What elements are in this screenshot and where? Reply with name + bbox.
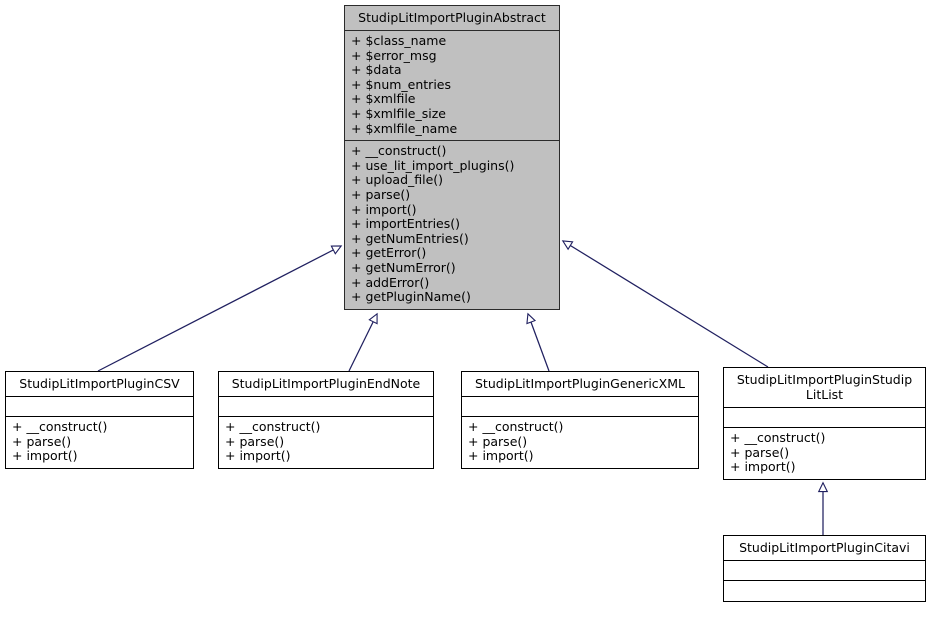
class-title: StudipLitImportPluginCitavi bbox=[724, 536, 925, 561]
edge-csv-to-abstract bbox=[97, 245, 343, 372]
method: + getPluginName() bbox=[351, 289, 471, 305]
edge-genericxml-to-abstract bbox=[526, 312, 550, 372]
method: + getNumError() bbox=[351, 259, 456, 275]
method: + parse() bbox=[468, 433, 528, 449]
class-box-studip-lit-import-plugin-csv[interactable]: StudipLitImportPluginCSV + __construct()… bbox=[5, 371, 194, 469]
method: + parse() bbox=[12, 433, 72, 449]
method: + getNumEntries() bbox=[351, 230, 469, 246]
class-box-studip-lit-import-plugin-studip-lit-list[interactable]: StudipLitImportPluginStudip LitList + __… bbox=[723, 367, 926, 480]
method: + import() bbox=[730, 459, 796, 475]
class-title: StudipLitImportPluginCSV bbox=[6, 372, 193, 397]
class-box-studip-lit-import-plugin-citavi[interactable]: StudipLitImportPluginCitavi bbox=[723, 535, 926, 602]
class-methods: + __construct() + parse() + import() bbox=[219, 417, 433, 468]
method: + __construct() bbox=[12, 419, 108, 434]
attribute: + $class_name bbox=[351, 33, 447, 48]
class-title: StudipLitImportPluginAbstract bbox=[345, 6, 559, 31]
class-attributes: + $class_name + $error_msg + $data + $nu… bbox=[345, 31, 559, 142]
class-box-studip-lit-import-plugin-endnote[interactable]: StudipLitImportPluginEndNote + __constru… bbox=[218, 371, 434, 469]
method: + import() bbox=[225, 448, 291, 464]
method: + use_lit_import_plugins() bbox=[351, 157, 515, 173]
attribute: + $xmlfile_size bbox=[351, 105, 446, 121]
class-attributes bbox=[724, 561, 925, 581]
class-methods: + __construct() + use_lit_import_plugins… bbox=[345, 141, 559, 309]
method: + parse() bbox=[225, 433, 285, 449]
class-methods: + __construct() + parse() + import() bbox=[724, 428, 925, 479]
method: + __construct() bbox=[468, 419, 564, 434]
method: + getError() bbox=[351, 245, 427, 261]
class-attributes bbox=[6, 397, 193, 417]
class-title: StudipLitImportPluginStudip LitList bbox=[724, 368, 925, 408]
attribute: + $xmlfile_name bbox=[351, 120, 458, 136]
method: + __construct() bbox=[225, 419, 321, 434]
method: + import() bbox=[12, 448, 78, 464]
method: + __construct() bbox=[730, 430, 826, 445]
edge-endnote-to-abstract bbox=[348, 312, 378, 372]
method: + import() bbox=[468, 448, 534, 464]
class-title: StudipLitImportPluginEndNote bbox=[219, 372, 433, 397]
method: + parse() bbox=[730, 444, 790, 460]
method: + __construct() bbox=[351, 143, 447, 159]
class-methods: + __construct() + parse() + import() bbox=[6, 417, 193, 468]
attribute: + $xmlfile bbox=[351, 91, 416, 107]
method: + upload_file() bbox=[351, 172, 444, 188]
method: + parse() bbox=[351, 186, 411, 202]
class-methods: + __construct() + parse() + import() bbox=[462, 417, 698, 468]
class-methods bbox=[724, 581, 925, 601]
class-box-studip-lit-import-plugin-genericxml[interactable]: StudipLitImportPluginGenericXML + __cons… bbox=[461, 371, 699, 469]
attribute: + $data bbox=[351, 62, 402, 78]
class-attributes bbox=[462, 397, 698, 417]
class-title: StudipLitImportPluginGenericXML bbox=[462, 372, 698, 397]
attribute: + $num_entries bbox=[351, 76, 451, 92]
class-attributes bbox=[724, 408, 925, 428]
edge-studiplitlist-to-abstract bbox=[561, 240, 769, 368]
method: + import() bbox=[351, 201, 417, 217]
class-box-studip-lit-import-plugin-abstract[interactable]: StudipLitImportPluginAbstract + $class_n… bbox=[344, 5, 560, 310]
method: + importEntries() bbox=[351, 216, 461, 232]
method: + addError() bbox=[351, 274, 430, 290]
attribute: + $error_msg bbox=[351, 47, 437, 63]
class-attributes bbox=[219, 397, 433, 417]
